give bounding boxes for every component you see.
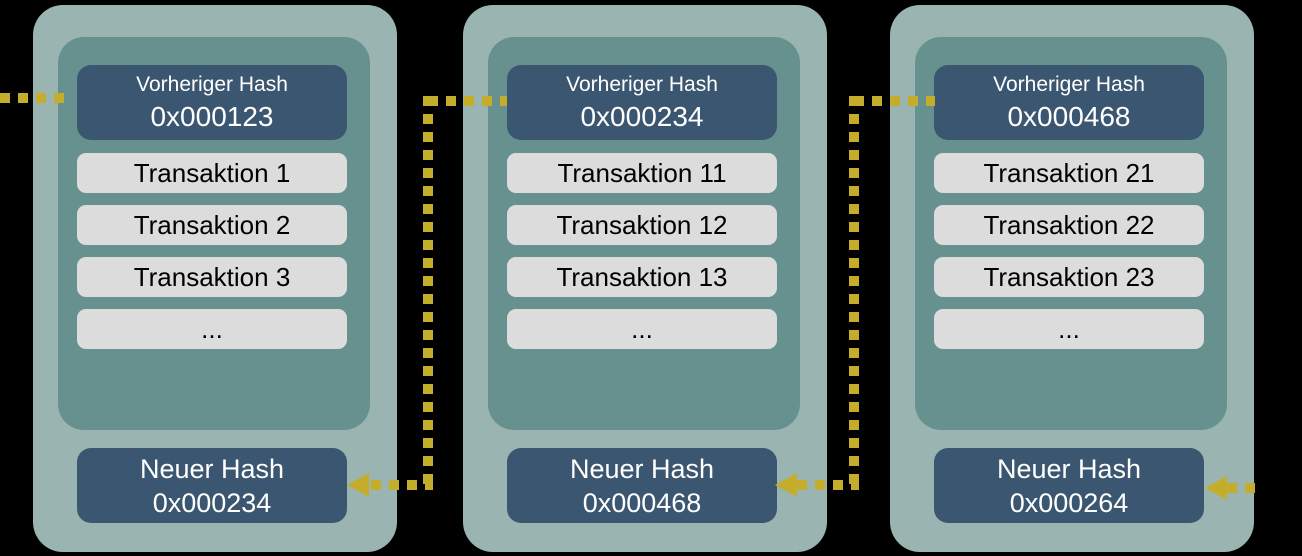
block-1: Vorheriger Hash 0x000123 Transaktion 1 T… bbox=[33, 5, 397, 552]
transaction-row-ellipsis: ... bbox=[934, 309, 1204, 349]
previous-hash-label: Vorheriger Hash bbox=[993, 73, 1145, 96]
transaction-row: Transaktion 1 bbox=[77, 153, 347, 193]
arrow-head-icon bbox=[775, 473, 797, 497]
transaction-row: Transaktion 3 bbox=[77, 257, 347, 297]
block-2-previous-hash-box: Vorheriger Hash 0x000234 bbox=[507, 65, 777, 140]
block-2: Vorheriger Hash 0x000234 Transaktion 11 … bbox=[463, 5, 827, 552]
new-hash-value: 0x000468 bbox=[582, 488, 702, 518]
incoming-connector-line bbox=[0, 93, 66, 103]
new-hash-label: Neuer Hash bbox=[139, 454, 285, 484]
incoming-connector-line-right bbox=[1227, 483, 1257, 493]
transaction-row: Transaktion 13 bbox=[507, 257, 777, 297]
arrow-head-icon bbox=[347, 473, 369, 497]
connector-2-3-bottom-line bbox=[797, 480, 859, 490]
transaction-row: Transaktion 12 bbox=[507, 205, 777, 245]
previous-hash-label: Vorheriger Hash bbox=[566, 73, 718, 96]
transaction-row: Transaktion 23 bbox=[934, 257, 1204, 297]
block-3-new-hash-box: Neuer Hash 0x000264 bbox=[934, 448, 1204, 523]
transaction-row: Transaktion 22 bbox=[934, 205, 1204, 245]
transaction-row-ellipsis: ... bbox=[77, 309, 347, 349]
transaction-row: Transaktion 21 bbox=[934, 153, 1204, 193]
block-1-new-hash-box: Neuer Hash 0x000234 bbox=[77, 448, 347, 523]
block-3-previous-hash-box: Vorheriger Hash 0x000468 bbox=[934, 65, 1204, 140]
connector-2-3-top-line bbox=[854, 96, 935, 106]
transaction-row: Transaktion 2 bbox=[77, 205, 347, 245]
new-hash-label: Neuer Hash bbox=[996, 454, 1142, 484]
block-1-previous-hash-box: Vorheriger Hash 0x000123 bbox=[77, 65, 347, 140]
previous-hash-value: 0x000123 bbox=[150, 101, 274, 132]
transaction-row: Transaktion 11 bbox=[507, 153, 777, 193]
connector-2-3-vertical-line bbox=[849, 96, 859, 490]
transaction-row-ellipsis: ... bbox=[507, 309, 777, 349]
connector-1-2-vertical-line bbox=[423, 96, 433, 490]
arrow-head-icon bbox=[1205, 476, 1227, 500]
new-hash-value: 0x000264 bbox=[1009, 488, 1129, 518]
new-hash-label: Neuer Hash bbox=[569, 454, 715, 484]
block-3: Vorheriger Hash 0x000468 Transaktion 21 … bbox=[890, 5, 1254, 552]
previous-hash-value: 0x000234 bbox=[580, 101, 704, 132]
previous-hash-value: 0x000468 bbox=[1007, 101, 1131, 132]
connector-1-2-bottom-line bbox=[371, 480, 433, 490]
previous-hash-label: Vorheriger Hash bbox=[136, 73, 288, 96]
block-2-new-hash-box: Neuer Hash 0x000468 bbox=[507, 448, 777, 523]
new-hash-value: 0x000234 bbox=[152, 488, 272, 518]
connector-1-2-top-line bbox=[428, 96, 507, 106]
